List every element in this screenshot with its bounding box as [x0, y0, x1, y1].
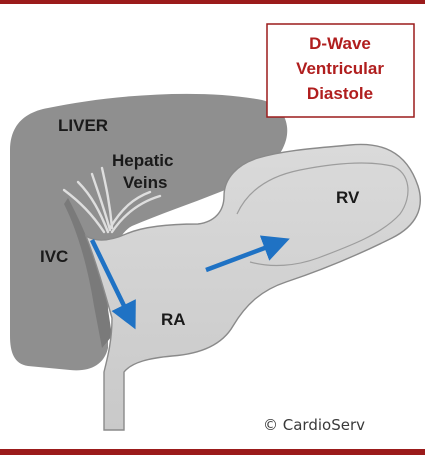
label-ivc: IVC: [40, 247, 68, 266]
copyright-text: © CardioServ: [263, 416, 365, 434]
label-ra: RA: [161, 310, 186, 329]
frame-top-border: [0, 0, 425, 4]
label-rv: RV: [336, 188, 360, 207]
title-line-1: D-Wave: [309, 34, 371, 53]
label-hepatic-line2: Veins: [123, 173, 167, 192]
title-line-2: Ventricular: [296, 59, 384, 78]
label-hepatic-line1: Hepatic: [112, 151, 173, 170]
title-line-3: Diastole: [307, 84, 373, 103]
label-liver: LIVER: [58, 116, 108, 135]
frame-bottom-border: [0, 449, 425, 455]
